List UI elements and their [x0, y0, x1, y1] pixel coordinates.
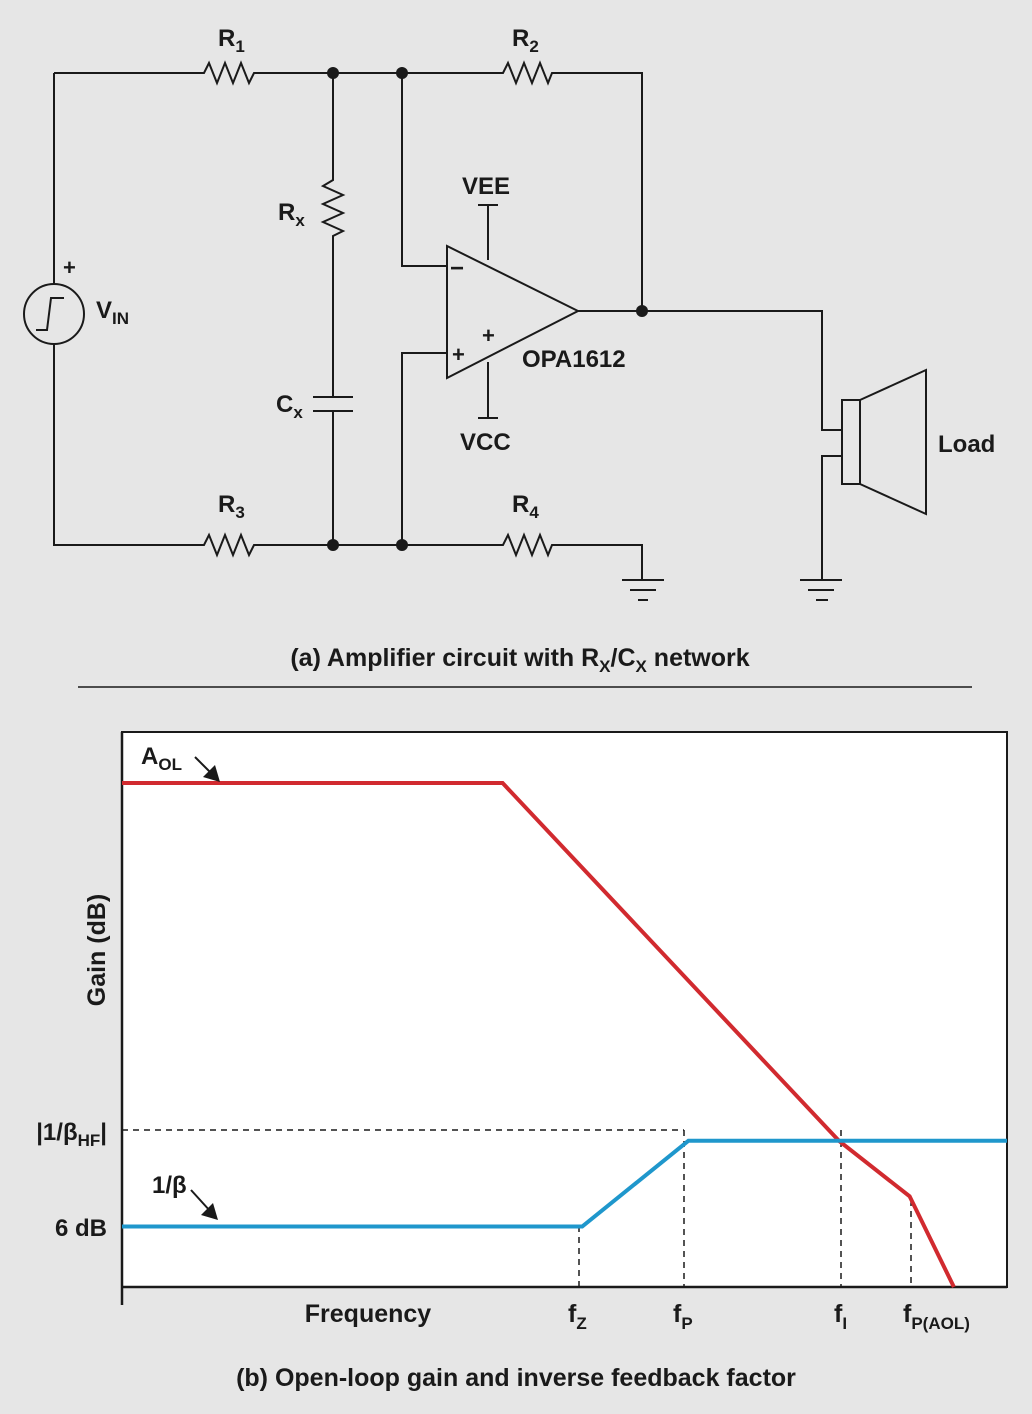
- speaker-coil: [841, 399, 861, 485]
- label-vin: VIN: [96, 297, 129, 328]
- label-r4: R4: [512, 491, 539, 522]
- resistor-r2: [498, 60, 643, 311]
- bode-chart: AOL 1/β 6 dB |1/βHF| Gain (dB) Frequency…: [36, 731, 1008, 1392]
- xtick-fz: fZ: [568, 1300, 587, 1333]
- junction-dot: [327, 67, 339, 79]
- speaker-cone: [859, 368, 927, 516]
- resistor-r1: [198, 60, 262, 86]
- junction-dot: [636, 305, 648, 317]
- label-load: Load: [938, 431, 995, 458]
- wire-output: [578, 310, 842, 431]
- opamp-triangle: [446, 244, 581, 380]
- wire-noninverting-input: [401, 352, 447, 545]
- caption-a: (a) Amplifier circuit with RX/CX network: [290, 644, 749, 676]
- opamp-plus-sign: +: [452, 342, 465, 367]
- label-opamp: OPA1612: [522, 346, 626, 373]
- label-aol: AOL: [141, 743, 182, 774]
- xtick-fi: fI: [834, 1300, 847, 1333]
- label-r1: R1: [218, 25, 245, 56]
- ytick-6db: 6 dB: [55, 1215, 107, 1242]
- ground-symbol-r4: [622, 579, 664, 601]
- opamp-minus-sign: −: [450, 255, 464, 282]
- ground-symbol-load: [800, 579, 842, 601]
- junction-dot: [396, 539, 408, 551]
- resistor-r4: [498, 532, 643, 580]
- label-rx: Rx: [278, 199, 305, 230]
- label-inverse-beta: 1/β: [152, 1172, 187, 1199]
- label-vee: VEE: [462, 173, 510, 200]
- step-waveform-icon: [36, 297, 64, 331]
- plot-area: [121, 731, 1008, 1288]
- label-cx: Cx: [276, 391, 303, 422]
- x-axis-label: Frequency: [305, 1300, 432, 1328]
- wire-inverting-input: [401, 73, 447, 267]
- label-r2: R2: [512, 25, 539, 56]
- xtick-fpaol: fP(AOL): [903, 1300, 970, 1333]
- vin-source-circle: [23, 283, 85, 345]
- junction-dot: [327, 539, 339, 551]
- series-inverse-beta-line: [122, 1138, 1007, 1229]
- resistor-r3: [198, 532, 262, 558]
- circuit-schematic: R1 R2 R3 R4 Rx Cx VIN + VEE VCC OPA1612 …: [23, 25, 995, 676]
- label-vcc: VCC: [460, 429, 511, 456]
- wire-speaker-ground: [821, 455, 842, 580]
- caption-b: (b) Open-loop gain and inverse feedback …: [236, 1364, 796, 1392]
- aol-arrowhead: [203, 765, 220, 782]
- junction-dot: [396, 67, 408, 79]
- resistor-rx: [320, 73, 346, 397]
- opamp-plus-inner: +: [482, 323, 495, 348]
- xtick-fp: fP: [673, 1300, 693, 1333]
- beta-arrowhead: [201, 1203, 218, 1220]
- ytick-hf: |1/βHF|: [36, 1119, 107, 1150]
- wire-left-lower: [53, 344, 198, 546]
- y-axis-label: Gain (dB): [83, 894, 111, 1007]
- label-r3: R3: [218, 491, 245, 522]
- vin-polarity-plus: +: [63, 255, 76, 280]
